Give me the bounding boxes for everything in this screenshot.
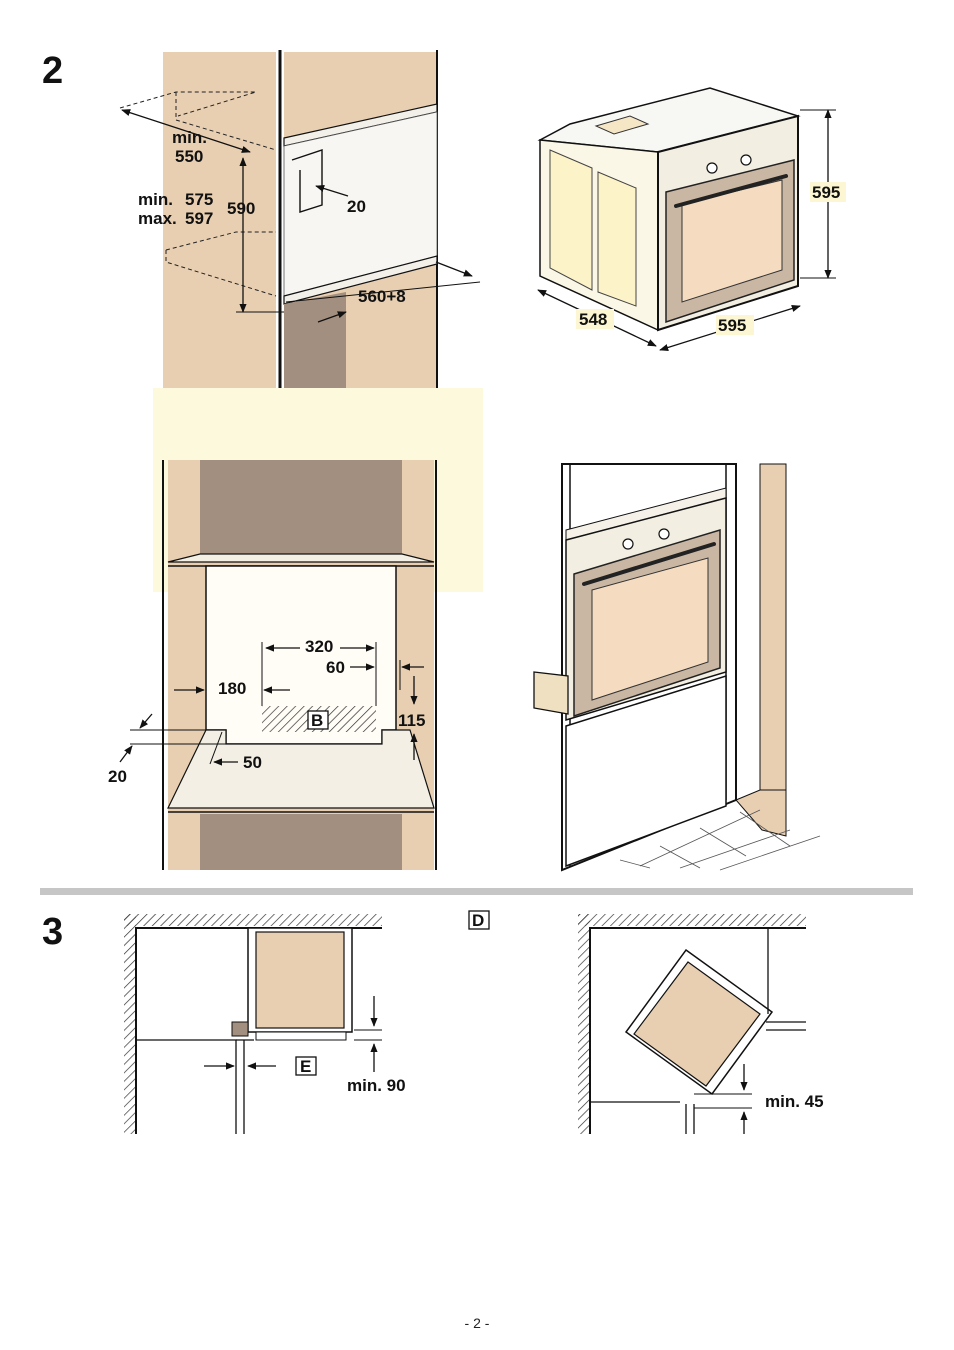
- installed-knob-right-icon: [658, 528, 670, 540]
- callout-b: B: [311, 711, 323, 730]
- ventilation-slot: [291, 149, 323, 213]
- upper-shelf-front: [167, 553, 435, 563]
- label-180: 180: [218, 679, 246, 698]
- label-min-45: min. 45: [765, 1092, 824, 1111]
- niche-side-view: min. 550 min. 575 max. 597 590 20 560+8: [119, 50, 481, 388]
- figure-2-number: 2: [42, 50, 63, 92]
- label-560-8: 560+8: [358, 287, 406, 306]
- installed-knob-left-icon: [622, 538, 634, 550]
- label-max-597-b: 597: [185, 209, 213, 228]
- left-panel-wood: [163, 52, 276, 388]
- oven-side-panel-right: [597, 171, 637, 307]
- oven-top-module: [594, 115, 650, 135]
- label-oven-595-h: 595: [812, 183, 840, 202]
- label-oven-548: 548: [579, 310, 607, 329]
- corner-diagonal-plan: min. 45: [578, 914, 824, 1134]
- installed-oven-view: [533, 463, 821, 872]
- lower-shelf: [283, 255, 438, 305]
- label-min-575-a: min.: [138, 190, 173, 209]
- figure-divider: [40, 888, 913, 895]
- right-wall: [759, 463, 787, 791]
- label-50: 50: [243, 753, 262, 772]
- lower-compartment-front: [200, 814, 402, 870]
- callout-d-box: [468, 910, 490, 930]
- label-115: 115: [398, 711, 425, 730]
- knob-left-icon: [706, 162, 718, 174]
- corner-straight-plan: E min. 90 D: [124, 910, 490, 1134]
- callout-b-box: [307, 710, 329, 730]
- label-gap-20: 20: [347, 197, 366, 216]
- label-60: 60: [326, 658, 345, 677]
- label-oven-595-w: 595: [718, 316, 746, 335]
- page-number: - 2 -: [465, 1315, 490, 1331]
- knob-right-icon: [740, 154, 752, 166]
- installed-oven-window: [591, 557, 709, 701]
- lower-cabinet-door: [565, 674, 727, 868]
- dim-depth-550: [121, 109, 251, 153]
- label-min-90: min. 90: [347, 1076, 406, 1095]
- figure-3-number: 3: [42, 911, 63, 953]
- floor-tiles: [619, 809, 821, 871]
- oven-handle: [674, 174, 788, 208]
- label-590: 590: [227, 199, 255, 218]
- installed-oven-handle: [582, 542, 716, 586]
- oven-perspective: 595 548 595: [537, 87, 846, 352]
- wall-corner: [735, 789, 787, 837]
- side-countertop: [533, 671, 569, 715]
- lower-compartment: [284, 292, 346, 388]
- label-20: 20: [108, 767, 127, 786]
- upper-compartment: [200, 460, 402, 554]
- oven-plan: [255, 931, 345, 1029]
- label-min-550-b: 550: [175, 147, 203, 166]
- callout-e: E: [300, 1057, 311, 1076]
- niche-front-view: B 320 60 180 115 20 50: [108, 388, 483, 870]
- label-min-550-a: min.: [172, 128, 207, 147]
- niche-floor: [167, 729, 435, 809]
- label-min-575-b: 575: [185, 190, 213, 209]
- callout-e-box: [295, 1056, 317, 1076]
- oven-side-panel-left: [549, 149, 593, 291]
- label-320: 320: [305, 637, 333, 656]
- label-max-597-a: max.: [138, 209, 177, 228]
- dim-gap-20-arrow: [315, 184, 349, 197]
- diagonal-corner-wall-line: [589, 927, 806, 1134]
- diagonal-oven: [633, 961, 761, 1087]
- callout-d: D: [472, 911, 484, 930]
